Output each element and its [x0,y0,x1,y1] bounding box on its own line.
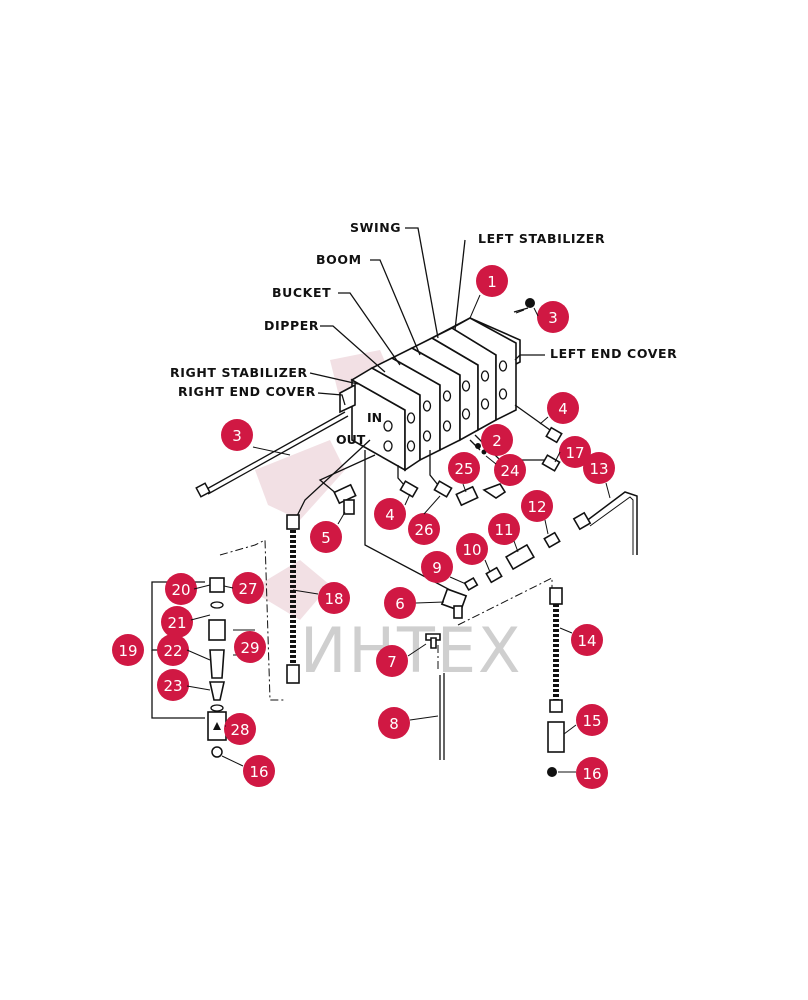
svg-text:28: 28 [230,721,249,739]
callout-3-top: 3 [537,301,569,333]
callout-13: 13 [583,452,615,484]
callout-1: 1 [476,265,508,297]
callout-5: 5 [310,521,342,553]
callout-leaders [186,294,611,773]
callout-9: 9 [421,551,453,583]
callout-27: 27 [232,572,264,604]
svg-text:15: 15 [582,712,601,730]
svg-text:23: 23 [163,677,182,695]
svg-text:4: 4 [558,400,568,418]
svg-text:5: 5 [321,529,331,547]
callout-25: 25 [448,452,480,484]
svg-text:22: 22 [163,642,182,660]
svg-text:14: 14 [577,632,596,650]
label-right-stabilizer: RIGHT STABILIZER [170,365,308,380]
svg-text:16: 16 [249,763,268,781]
svg-text:3: 3 [232,427,242,445]
svg-text:9: 9 [432,559,442,577]
callout-4-right: 4 [547,392,579,424]
callout-3-rod: 3 [221,419,253,451]
callout-11: 11 [488,513,520,545]
svg-text:16: 16 [582,765,601,783]
watermark-logo: ИНТЕХ [250,350,523,687]
callout-16-left: 16 [243,755,275,787]
callout-8: 8 [378,707,410,739]
callout-26: 26 [408,513,440,545]
svg-text:29: 29 [240,639,259,657]
callout-4-left: 4 [374,498,406,530]
svg-text:20: 20 [171,581,190,599]
label-left-stabilizer: LEFT STABILIZER [478,231,605,246]
svg-text:19: 19 [118,642,137,660]
callout-17: 17 [559,436,591,468]
tie-rod [195,411,349,498]
callout-20: 20 [165,573,197,605]
label-in: IN [367,410,382,425]
tie-rod-nut [515,298,535,314]
callout-16-right: 16 [576,757,608,789]
svg-text:24: 24 [500,462,519,480]
callout-10: 10 [456,533,488,565]
svg-text:27: 27 [238,580,257,598]
svg-text:13: 13 [589,460,608,478]
assembly-leaders [219,539,553,701]
callout-7: 7 [376,645,408,677]
svg-text:3: 3 [548,309,558,327]
label-leaders [309,227,545,406]
svg-text:25: 25 [454,460,473,478]
label-right-end-cover: RIGHT END COVER [178,384,316,399]
svg-text:2: 2 [492,432,502,450]
callout-18: 18 [318,582,350,614]
callout-2: 2 [481,424,513,456]
callout-28: 28 [224,713,256,745]
callout-14: 14 [571,624,603,656]
svg-text:1: 1 [487,273,497,291]
svg-text:11: 11 [494,521,513,539]
callout-19: 19 [112,634,144,666]
svg-text:6: 6 [395,595,405,613]
label-boom: BOOM [316,252,362,267]
callout-29: 29 [234,631,266,663]
fittings [333,426,592,760]
label-bucket: BUCKET [272,285,331,300]
valve-bank [339,317,521,472]
svg-text:8: 8 [389,715,399,733]
callout-6: 6 [384,587,416,619]
callout-12: 12 [521,490,553,522]
callout-21: 21 [161,606,193,638]
callout-23: 23 [157,669,189,701]
hose-14 [547,587,565,777]
svg-text:12: 12 [527,498,546,516]
label-swing: SWING [350,220,401,235]
watermark-text: ИНТЕХ [300,614,523,687]
svg-text:18: 18 [324,590,343,608]
hose-18 [286,514,300,684]
svg-text:26: 26 [414,521,433,539]
svg-text:17: 17 [565,444,584,462]
svg-text:4: 4 [385,506,395,524]
svg-text:7: 7 [387,653,397,671]
label-dipper: DIPPER [264,318,319,333]
callout-24: 24 [494,454,526,486]
svg-text:21: 21 [167,614,186,632]
callout-15: 15 [576,704,608,736]
svg-text:10: 10 [462,541,481,559]
callout-22: 22 [157,634,189,666]
label-left-end-cover: LEFT END COVER [550,346,677,361]
label-out: OUT [336,432,366,447]
